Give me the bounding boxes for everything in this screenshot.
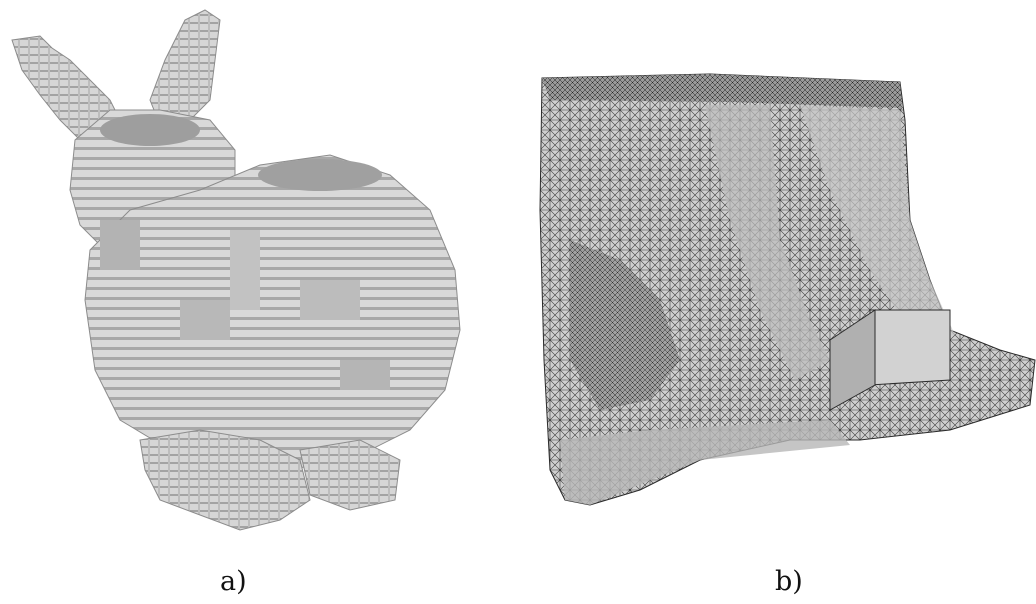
triangulated-mesh-image <box>539 73 1036 506</box>
panel-a-label: a) <box>220 566 247 597</box>
mesh-panel <box>530 60 1036 510</box>
voxel-bunny-image <box>11 9 461 531</box>
voxel-bunny-panel <box>0 0 500 540</box>
panel-b-label: b) <box>775 566 803 597</box>
